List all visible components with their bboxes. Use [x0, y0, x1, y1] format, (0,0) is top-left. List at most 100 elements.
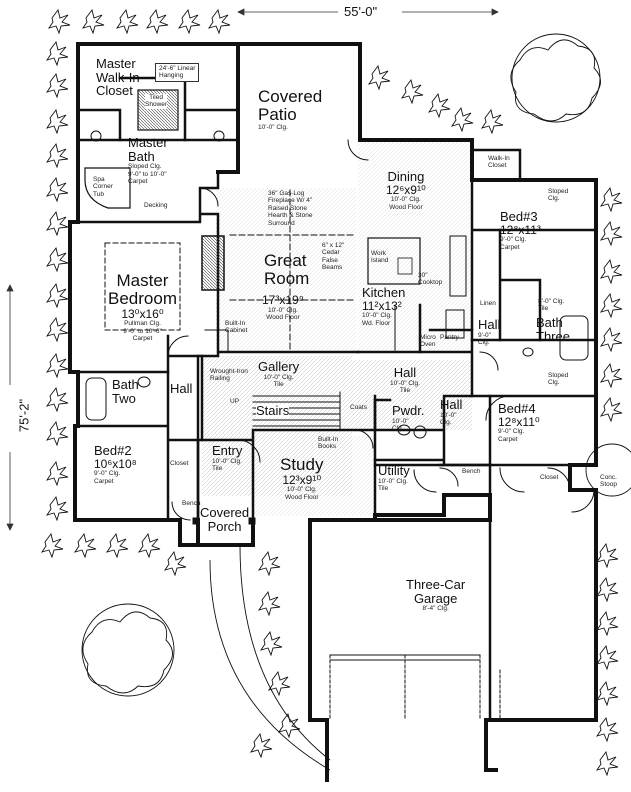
pwdr-detail-2: Clg. [392, 425, 404, 433]
study-dim: 12³x9¹⁰ [282, 472, 322, 487]
room-great-room: Great Room [264, 252, 309, 288]
hall-center-name: Hall [393, 365, 417, 380]
dimension-lines [6, 8, 499, 531]
master-closet-name-1: Master [96, 56, 136, 71]
hanging-note-1: 24'-6" Linear [159, 65, 196, 72]
master-closet-name-3: Closet [96, 84, 133, 98]
garage-name-1: Three-Car [406, 577, 466, 592]
stairs-up-label: UP [230, 398, 240, 405]
built-in-books-1: Built-In [318, 436, 339, 443]
master-bath-detail-1: Sloped Clg. [128, 163, 162, 171]
beams-note-2: Cedar [322, 249, 340, 257]
master-bedroom-detail-2: 9'-0" to 10'-6" [123, 327, 162, 335]
great-room-name-1: Great [264, 251, 307, 270]
covered-porch-name-1: Covered [200, 505, 250, 520]
entry-detail-1: 10'-0" Clg. [212, 457, 242, 465]
room-master-bedroom: Master Bedroom 13⁰x16⁰ Pullman Clg. 9'-0… [108, 272, 177, 343]
fireplace-note-2: Fireplace W/ 4" [268, 197, 313, 205]
bed3-detail-2: Carpet [500, 243, 520, 251]
bed3-dim: 12⁸x11³ [500, 222, 541, 237]
room-covered-patio: Covered Patio 10'-0" Clg. [258, 88, 322, 131]
bench-right-label: Bench [462, 468, 481, 475]
tiled-shower-2: Shower [145, 101, 168, 109]
study-name: Study [280, 455, 324, 474]
hall-center-detail-2: Tile [399, 387, 411, 395]
overall-width-label: 55'-0" [344, 4, 378, 19]
hall-small-name: Hall [440, 397, 463, 412]
room-entry: Entry 10'-0" Clg. Tile [212, 444, 242, 473]
bench-left-label: Bench [182, 500, 201, 507]
bath-three-name-1: Bath [536, 315, 563, 330]
kitchen-detail-1: 10'-0" Clg. [362, 312, 392, 320]
room-hall-right: Hall 9'-0" Clg. [478, 318, 500, 347]
fireplace-note: 36" Gas-Log Fireplace W/ 4" Raised Stone… [268, 190, 312, 227]
room-bed2: Bed#2 10⁶x10⁸ 9'-0" Clg. Carpet [94, 444, 137, 485]
work-island-label: Work Island [371, 250, 388, 265]
garage-detail-1: 8'-4" Clg. [422, 605, 449, 613]
bath-three-name-2: Three [536, 328, 570, 344]
covered-patio-name-2: Patio [258, 104, 297, 124]
hall-right-name: Hall [478, 317, 501, 332]
entry-detail-2: Tile [212, 465, 223, 473]
room-bath-two: Bath Two [112, 378, 139, 405]
hall-right-detail-1: 9'-0" [478, 331, 491, 339]
utility-detail-1: 10'-0" Clg. [378, 477, 408, 485]
covered-porch-name-2: Porch [207, 518, 242, 534]
beams-note-3: False [322, 256, 338, 264]
kitchen-name: Kitchen [362, 285, 406, 300]
bed2-dim: 10⁶x10⁸ [94, 456, 137, 471]
master-bedroom-name-2: Bedroom [108, 288, 177, 308]
bed4-dim: 12⁸x11⁰ [498, 414, 540, 429]
room-garage: Three-Car Garage 8'-4" Clg. [406, 578, 465, 613]
spa-tub-2: Corner [93, 183, 113, 191]
wrought-iron-note: Wrought-Iron Railing [210, 368, 248, 383]
master-bath-name-1: Master [128, 135, 168, 150]
room-bed4: Bed#4 12⁸x11⁰ 9'-0" Clg. Carpet [498, 402, 540, 443]
bath-two-name-2: Two [112, 390, 136, 406]
room-bath-three: Bath Three [536, 316, 570, 343]
room-covered-porch: Covered Porch [200, 506, 249, 533]
gallery-name: Gallery [258, 359, 300, 374]
bed3-sloped-label: Sloped Clg. [548, 188, 568, 203]
entry-name: Entry [212, 443, 243, 458]
room-utility: Utility 10'-0" Clg. Tile [378, 464, 410, 493]
room-master-closet: Master Walk-In Closet [96, 57, 140, 98]
great-room-dim: 17³x19⁹ [262, 293, 304, 307]
bed2-closet-label: Closet [170, 460, 189, 467]
fireplace-note-5: Surround [268, 219, 295, 227]
bed4-sloped-2: Clg. [548, 379, 560, 387]
cooktop-label: 30" Cooktop [418, 272, 442, 287]
great-room-details: 17³x19⁹ 10'-0" Clg. Wood Floor [262, 294, 304, 322]
dining-dim: 12⁶x9¹⁰ [386, 182, 426, 197]
walk-in-closet-label: Walk-In Closet [488, 155, 510, 170]
built-in-cabinet-note: Built-In Cabinet [225, 320, 247, 335]
fireplace-note-3: Raised Stone [268, 204, 308, 212]
master-bedroom-detail-3: Carpet [132, 335, 153, 343]
hall-center-detail-1: 10'-0" Clg. [390, 379, 420, 387]
conc-stoop-label: Conc. Stoop [600, 474, 617, 489]
master-bath-detail-2: 9'-0" to 10'-0" [128, 170, 167, 178]
micro-oven-2: Oven [420, 341, 436, 349]
bath-three-detail-2: Tile [538, 305, 549, 313]
master-closet-name-2: Walk-In [96, 69, 140, 85]
master-bedroom-detail-1: Pullman Clg. [124, 320, 161, 328]
coats-label: Coats [350, 404, 367, 411]
room-gallery: Gallery 10'-0" Clg. Tile [258, 360, 299, 389]
work-island-1: Work [371, 250, 387, 257]
pantry-label: Pantry [440, 334, 459, 341]
dining-detail-1: 10'-0" Clg. [390, 196, 421, 204]
decking-label: Decking [144, 202, 168, 209]
built-in-books-note: Built-In Books [318, 436, 338, 451]
spa-tub-label: Spa Corner Tub [93, 176, 113, 198]
room-powder: Pwdr. 10'-0" Clg. [392, 404, 425, 433]
built-in-cabinet-2: Cabinet [225, 327, 248, 335]
built-in-books-2: Books [318, 443, 337, 451]
tiled-shower-1: Tiled [149, 94, 163, 101]
spa-tub-1: Spa [93, 176, 105, 183]
room-hall-small: Hall 10'-0" Clg. [440, 398, 462, 427]
landscaping [40, 8, 631, 777]
room-bed3: Bed#3 12⁸x11³ 9'-0" Clg. Carpet [500, 210, 541, 251]
master-bath-name-2: Bath [128, 148, 155, 164]
tiled-shower-label: Tiled Shower [145, 94, 168, 109]
